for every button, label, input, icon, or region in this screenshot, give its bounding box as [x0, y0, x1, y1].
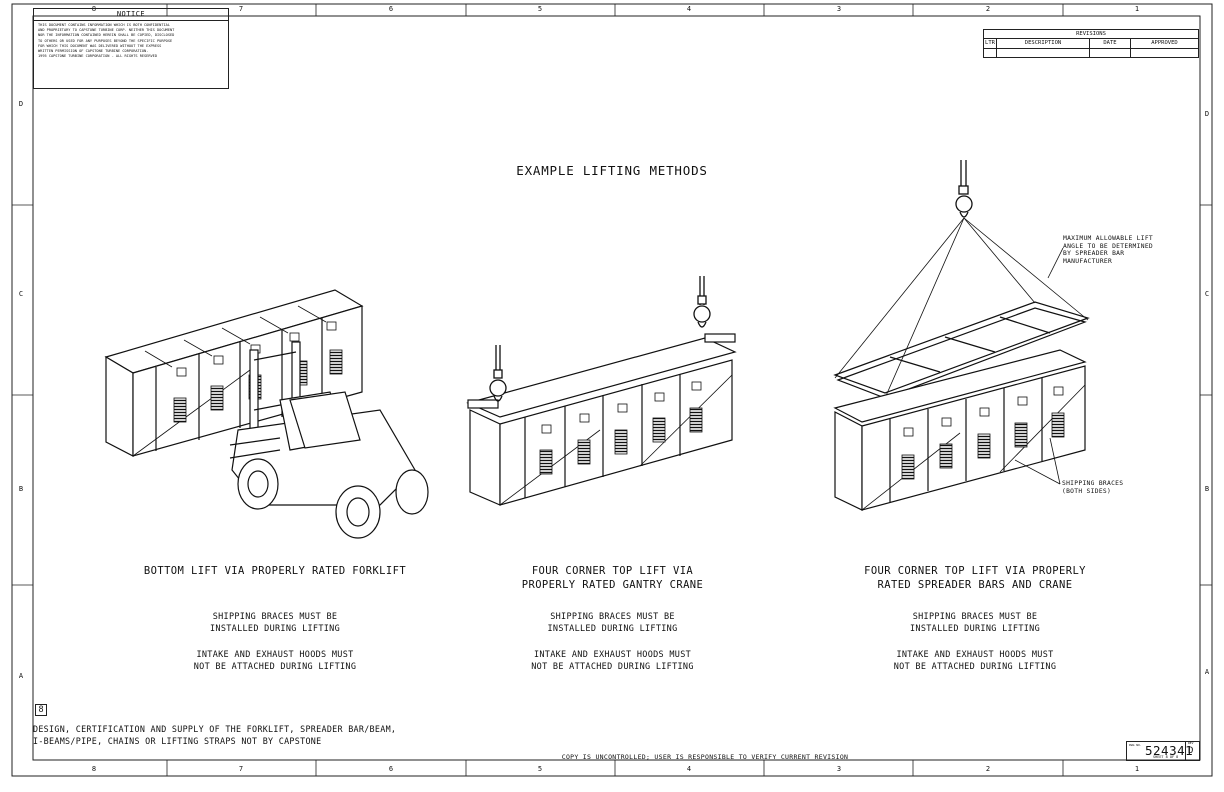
method-1-note-hoods: INTAKE AND EXHAUST HOODS MUST NOT BE ATT…	[193, 650, 357, 672]
forklift-container	[104, 289, 364, 457]
method-3-note-hoods: INTAKE AND EXHAUST HOODS MUST NOT BE ATT…	[893, 650, 1057, 672]
copy-uncontrolled-note: COPY IS UNCONTROLLED; USER IS RESPONSIBL…	[561, 753, 849, 761]
zone-col-5-bottom: 5	[537, 765, 543, 773]
revisions-header-row: LTR DESCRIPTION DATE APPROVED	[984, 39, 1198, 49]
revisions-ltr-header: LTR	[984, 39, 997, 48]
zone-col-5: 5	[537, 5, 543, 13]
spreader-frame	[833, 301, 1090, 399]
revisions-date-header: DATE	[1090, 39, 1131, 48]
notice-title: NOTICE	[34, 9, 228, 21]
flag-note-text: DESIGN, CERTIFICATION AND SUPPLY OF THE …	[33, 724, 397, 746]
zone-col-6-bottom: 6	[388, 765, 394, 773]
spreader-hook	[955, 160, 973, 218]
method-1-note-braces: SHIPPING BRACES MUST BE INSTALLED DURING…	[209, 612, 341, 634]
forklift	[229, 341, 429, 539]
revision-letter-box: REV D	[1185, 741, 1200, 761]
notice-box: NOTICE THIS DOCUMENT CONTAINS INFORMATIO…	[33, 8, 229, 89]
zone-row-d-right: D	[1204, 110, 1210, 118]
method-2-note-braces: SHIPPING BRACES MUST BE INSTALLED DURING…	[547, 612, 678, 634]
shipping-braces-callout: SHIPPING BRACES (BOTH SIDES)	[1062, 480, 1124, 495]
zone-row-b-right: B	[1204, 485, 1210, 493]
method-3-caption: FOUR CORNER TOP LIFT VIA PROPERLY RATED …	[864, 565, 1086, 591]
zone-col-7-bottom: 7	[238, 765, 244, 773]
title-block: DWG NO. 524341 SHEET 8 OF 8	[1126, 741, 1200, 761]
zone-col-8: 8	[91, 5, 97, 13]
zone-row-a-right: A	[1204, 668, 1210, 676]
zone-col-8-bottom: 8	[91, 765, 97, 773]
sheet-number: SHEET 8 OF 8	[1153, 755, 1179, 759]
notice-text: THIS DOCUMENT CONTAINS INFORMATION WHICH…	[38, 23, 175, 59]
method-2-note-hoods: INTAKE AND EXHAUST HOODS MUST NOT BE ATT…	[531, 650, 694, 672]
zone-col-1: 1	[1134, 5, 1140, 13]
zone-row-b: B	[18, 485, 24, 493]
zone-row-c: C	[18, 290, 24, 298]
zone-col-1-bottom: 1	[1134, 765, 1140, 773]
revisions-block: REVISIONS LTR DESCRIPTION DATE APPROVED	[983, 29, 1199, 58]
spreader-container-louvers	[901, 386, 1065, 480]
spreader-container	[833, 349, 1087, 511]
zone-col-3: 3	[836, 5, 842, 13]
method-3-note-braces: SHIPPING BRACES MUST BE INSTALLED DURING…	[909, 612, 1041, 634]
zone-col-4-bottom: 4	[686, 765, 692, 773]
shipping-brace-leaders	[1014, 437, 1061, 485]
zone-col-2: 2	[985, 5, 991, 13]
zone-row-c-right: C	[1204, 290, 1210, 298]
spreader-cables	[834, 217, 1089, 399]
zone-col-7: 7	[238, 5, 244, 13]
flag-note-number: 8	[35, 704, 47, 716]
zone-row-a: A	[18, 672, 24, 680]
revisions-description-header: DESCRIPTION	[997, 39, 1090, 48]
revisions-empty-row	[984, 49, 1198, 58]
zone-col-6: 6	[388, 5, 394, 13]
drawing-number-label: DWG NO.	[1129, 743, 1142, 747]
zone-row-d: D	[18, 100, 24, 108]
lift-angle-callout: MAXIMUM ALLOWABLE LIFT ANGLE TO BE DETER…	[1063, 235, 1154, 265]
method-1-caption: BOTTOM LIFT VIA PROPERLY RATED FORKLIFT	[143, 565, 407, 577]
revision-label: REV	[1188, 741, 1194, 745]
method-2-caption: FOUR CORNER TOP LIFT VIA PROPERLY RATED …	[521, 565, 704, 591]
drawing-number: 524341	[1145, 743, 1194, 758]
drawing-title: EXAMPLE LIFTING METHODS	[516, 163, 708, 178]
revisions-title-row: REVISIONS	[984, 30, 1198, 39]
revision-letter: D	[1188, 746, 1194, 756]
zone-col-4: 4	[686, 5, 692, 13]
zone-col-2-bottom: 2	[985, 765, 991, 773]
gantry-hooks	[489, 276, 711, 402]
gantry-container-louvers	[539, 381, 703, 475]
revisions-title: REVISIONS	[1076, 31, 1106, 37]
revisions-approved-header: APPROVED	[1151, 40, 1178, 46]
zone-col-3-bottom: 3	[836, 765, 842, 773]
